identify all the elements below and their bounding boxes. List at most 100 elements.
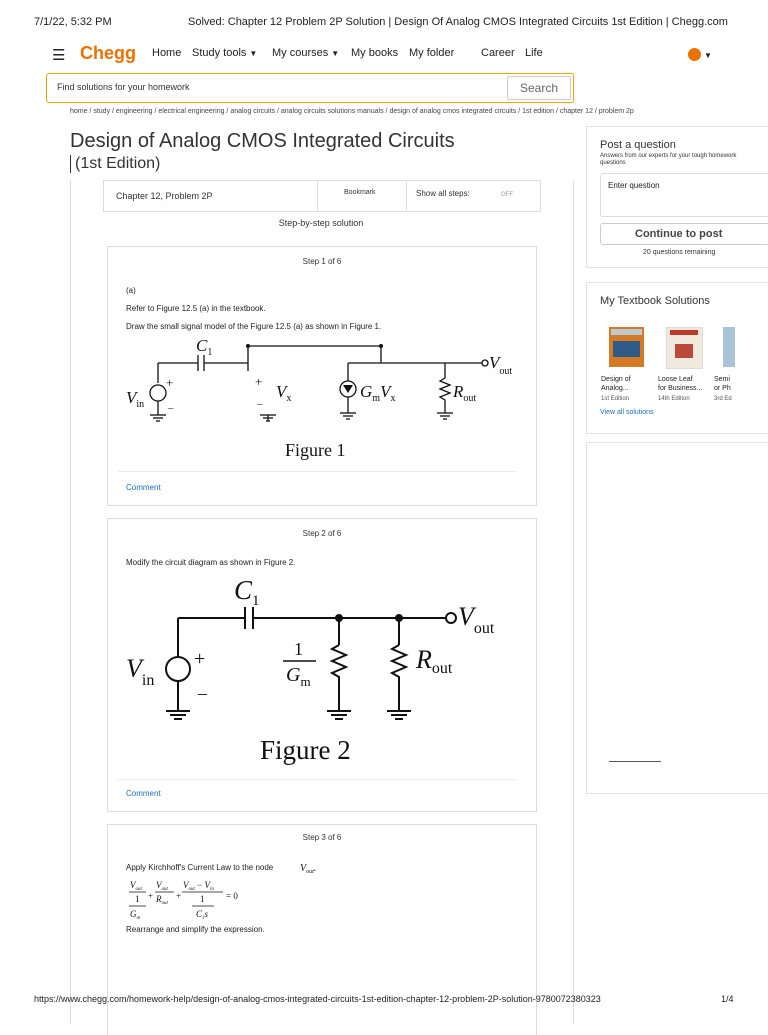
book-cover[interactable] bbox=[609, 327, 644, 367]
solution-panel bbox=[70, 180, 574, 1024]
svg-text:C1: C1 bbox=[196, 336, 212, 358]
nav-life[interactable]: Life bbox=[525, 47, 543, 59]
node-vout: Vout. bbox=[300, 863, 316, 875]
svg-text:+: + bbox=[255, 374, 262, 389]
book-cover[interactable] bbox=[723, 327, 735, 367]
nav-study-tools-label: Study tools bbox=[192, 47, 247, 59]
book-cover[interactable] bbox=[666, 327, 703, 369]
search-button[interactable]: Search bbox=[507, 76, 571, 100]
view-all-solutions-link[interactable]: View all solutions bbox=[600, 409, 654, 416]
search-input[interactable]: Find solutions for your homework bbox=[57, 82, 190, 92]
post-question-title: Post a question bbox=[600, 139, 676, 151]
nav-home[interactable]: Home bbox=[152, 47, 182, 59]
step-label: Step 3 of 6 bbox=[302, 833, 342, 842]
show-all-steps-toggle[interactable]: OFF bbox=[501, 192, 513, 198]
svg-text:Gm: Gm bbox=[130, 909, 141, 921]
page-title: Design of Analog CMOS Integrated Circuit… bbox=[70, 130, 455, 152]
chegg-logo[interactable]: Chegg bbox=[80, 43, 136, 63]
svg-text:–: – bbox=[197, 683, 208, 703]
chevron-down-icon[interactable]: ▼ bbox=[704, 51, 712, 60]
svg-text:–: – bbox=[256, 398, 263, 410]
figure-2-circuit: C1 + – Vin 1 Gm Rout Vout Figure 2 bbox=[126, 575, 495, 765]
step-text: Modify the circuit diagram as shown in F… bbox=[126, 558, 296, 567]
solution-header: Step-by-step solution bbox=[278, 218, 364, 228]
step-label: Step 2 of 6 bbox=[302, 529, 342, 538]
svg-text:Vout.: Vout. bbox=[300, 863, 316, 875]
book-edition: 14th Edition bbox=[658, 396, 690, 402]
svg-text:Vout: Vout bbox=[489, 353, 512, 377]
svg-text:Vx: Vx bbox=[276, 382, 291, 404]
book-edition: 3rd Ed bbox=[714, 396, 732, 402]
svg-text:Rout: Rout bbox=[155, 894, 169, 906]
chevron-down-icon: ▼ bbox=[249, 49, 258, 58]
step-text: (a) bbox=[126, 286, 136, 295]
breadcrumb[interactable]: home / study / engineering / electrical … bbox=[70, 108, 634, 115]
search-bar: Find solutions for your homework Search bbox=[46, 73, 574, 103]
comment-link[interactable]: Comment bbox=[126, 483, 161, 492]
post-question-subtitle: Answers from our experts for your tough … bbox=[600, 153, 737, 166]
textbook-solutions-title: My Textbook Solutions bbox=[600, 295, 710, 307]
nav-my-courses-label: My courses bbox=[272, 47, 329, 59]
svg-text:+: + bbox=[194, 648, 205, 670]
book-edition: 1st Edition bbox=[601, 396, 630, 402]
chapter-label: Chapter 12, Problem 2P bbox=[116, 191, 213, 201]
svg-text:Rout: Rout bbox=[415, 645, 453, 677]
bookmark-button[interactable]: Bookmark bbox=[344, 189, 376, 196]
svg-text:+: + bbox=[176, 891, 181, 901]
chevron-down-icon: ▼ bbox=[331, 49, 340, 58]
svg-text:1: 1 bbox=[135, 894, 140, 904]
svg-text:+: + bbox=[166, 375, 173, 390]
svg-text:Vin: Vin bbox=[126, 388, 144, 410]
step-card-1: Step 1 of 6 (a) Refer to Figure 12.5 (a)… bbox=[107, 246, 537, 506]
nav-my-courses[interactable]: My courses▼ bbox=[272, 47, 339, 59]
print-page-title: Solved: Chapter 12 Problem 2P Solution |… bbox=[188, 16, 728, 28]
avatar[interactable] bbox=[688, 48, 701, 61]
svg-text:GmVx: GmVx bbox=[360, 382, 395, 404]
step-card-2: Step 2 of 6 Modify the circuit diagram a… bbox=[107, 518, 537, 812]
print-datetime: 7/1/22, 5:32 PM bbox=[34, 16, 112, 28]
svg-text:Vout: Vout bbox=[156, 880, 169, 892]
nav-my-folder[interactable]: My folder bbox=[409, 47, 455, 59]
book-edition: (1st Edition) bbox=[70, 155, 160, 173]
ad-panel bbox=[586, 442, 768, 794]
show-all-steps-label: Show all steps: bbox=[416, 189, 470, 198]
svg-text:–: – bbox=[167, 402, 174, 414]
solution-toolbar: Chapter 12, Problem 2P Bookmark Show all… bbox=[103, 180, 541, 212]
svg-text:Vin: Vin bbox=[126, 654, 154, 689]
step-text: Draw the small signal model of the Figur… bbox=[126, 322, 382, 331]
figure-1-circuit: C1 + – Vin + – Vx GmVx Rout Vout Figure … bbox=[126, 336, 512, 460]
svg-text:1: 1 bbox=[200, 894, 205, 904]
svg-text:Rout: Rout bbox=[452, 382, 476, 404]
step-text: Refer to Figure 12.5 (a) in the textbook… bbox=[126, 304, 266, 313]
svg-text:Figure 2: Figure 2 bbox=[260, 735, 351, 765]
step-label: Step 1 of 6 bbox=[302, 257, 342, 266]
menu-icon[interactable]: ☰ bbox=[52, 47, 66, 64]
svg-text:= 0: = 0 bbox=[226, 891, 238, 901]
top-nav: ☰ Chegg Home Study tools▼ My courses▼ My… bbox=[0, 42, 768, 68]
question-placeholder: Enter question bbox=[608, 181, 660, 190]
question-input[interactable]: Enter question bbox=[600, 173, 768, 217]
svg-text:Gm: Gm bbox=[286, 664, 311, 689]
post-question-card: Post a question Answers from our experts… bbox=[586, 126, 768, 268]
svg-text:+: + bbox=[148, 891, 153, 901]
svg-text:Vout: Vout bbox=[130, 880, 143, 892]
svg-text:1: 1 bbox=[294, 639, 303, 659]
print-footer-url: https://www.chegg.com/homework-help/desi… bbox=[34, 994, 601, 1004]
svg-text:Vout − Vin: Vout − Vin bbox=[183, 880, 214, 892]
nav-study-tools[interactable]: Study tools▼ bbox=[192, 47, 257, 59]
print-footer-page: 1/4 bbox=[721, 994, 734, 1004]
svg-text:C1s: C1s bbox=[196, 909, 209, 921]
continue-to-post-button[interactable]: Continue to post bbox=[600, 223, 768, 245]
comment-link[interactable]: Comment bbox=[126, 789, 161, 798]
nav-my-books[interactable]: My books bbox=[351, 47, 399, 59]
nav-career[interactable]: Career bbox=[481, 47, 515, 59]
step-card-3: Step 3 of 6 Apply Kirchhoff's Current La… bbox=[107, 824, 537, 1035]
svg-text:C1: C1 bbox=[234, 575, 260, 609]
step-text: Apply Kirchhoff's Current Law to the nod… bbox=[126, 863, 274, 872]
svg-text:Vout: Vout bbox=[458, 602, 495, 637]
